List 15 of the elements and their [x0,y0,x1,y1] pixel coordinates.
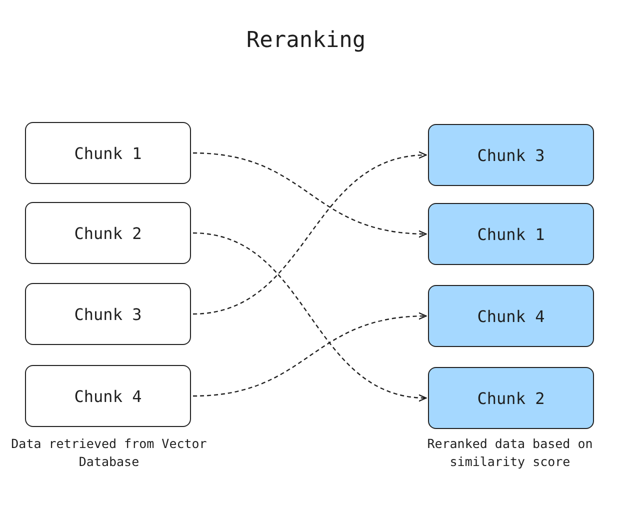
chunk-box: Chunk 3 [25,283,191,345]
column-caption: Data retrieved from Vector Database [10,435,208,472]
chunk-box: Chunk 4 [428,285,594,347]
chunk-box: Chunk 1 [428,203,594,265]
title: Reranking [245,28,367,53]
chunk-box: Chunk 1 [25,122,191,184]
dashed-arrow [192,312,427,397]
chunk-box: Chunk 2 [25,202,191,264]
chunk-box: Chunk 4 [25,365,191,427]
chunk-box: Chunk 3 [428,124,594,186]
dashed-arrow [192,232,427,401]
dashed-arrow [192,152,427,315]
chunk-box: Chunk 2 [428,367,594,429]
column-caption: Reranked data based on similarity score [426,435,594,472]
dashed-arrow [192,152,427,238]
